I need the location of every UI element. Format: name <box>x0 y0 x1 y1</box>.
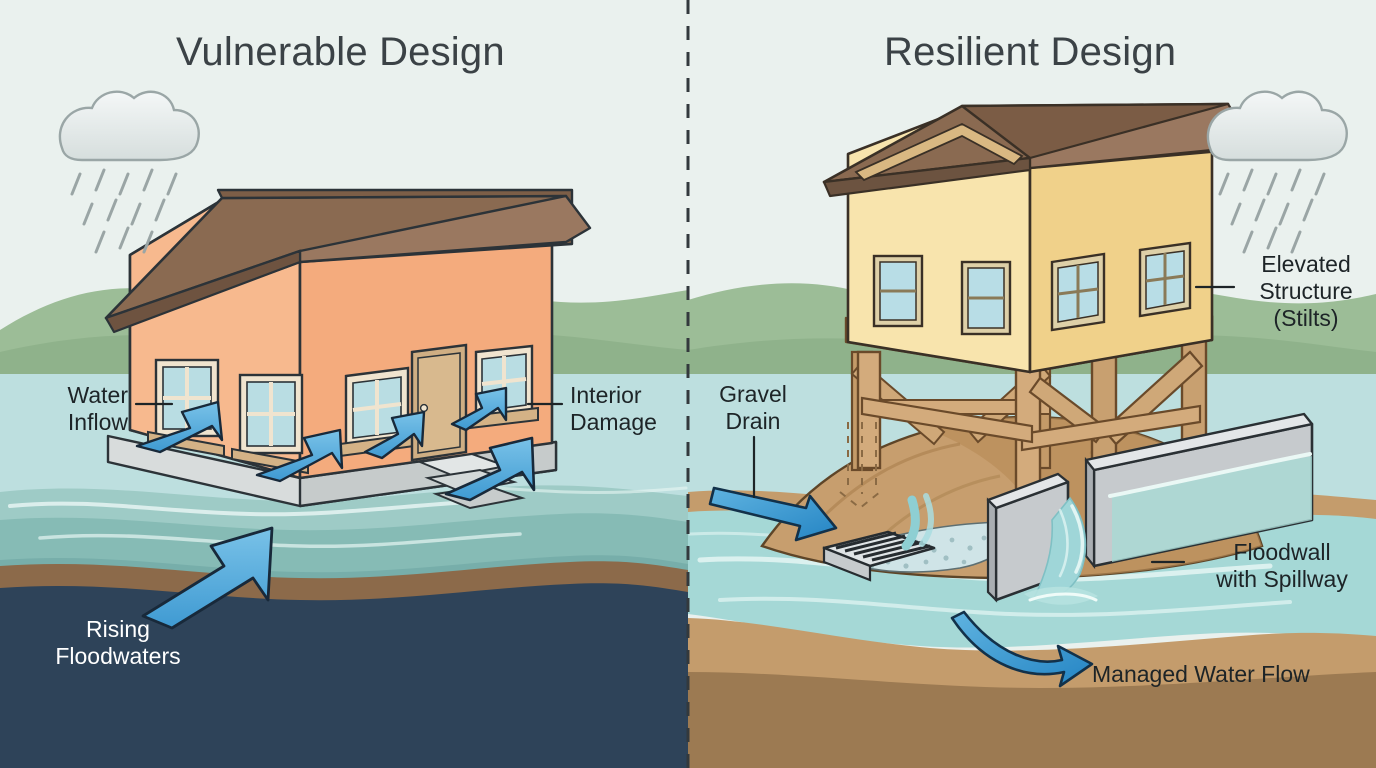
panel-title-right: Resilient Design <box>884 30 1177 74</box>
rain-cloud-right <box>1206 90 1348 254</box>
rain-streaks <box>70 168 178 254</box>
leader-lines <box>134 285 1236 564</box>
window <box>960 260 1012 336</box>
label-floodwall-spillway: Floodwall with Spillway <box>1216 539 1348 592</box>
window <box>1050 252 1106 332</box>
label-elevated-structure: Elevated Structure (Stilts) <box>1259 251 1353 331</box>
gravel-drain-arrow <box>708 486 838 542</box>
water-inflow-arrows <box>135 386 536 502</box>
rain-cloud-left <box>58 90 200 254</box>
window <box>872 254 924 328</box>
label-gravel-drain: Gravel Drain <box>719 381 787 434</box>
label-interior-damage: Interior Damage <box>570 382 657 435</box>
managed-flow-arrow <box>950 610 1094 688</box>
panel-title-left: Vulnerable Design <box>176 30 505 74</box>
label-water-inflow: Water Inflow <box>67 382 129 435</box>
floodwall <box>986 412 1314 605</box>
gravel-drain-assembly <box>822 493 1009 582</box>
label-managed-water-flow: Managed Water Flow <box>1092 661 1310 687</box>
window <box>1138 241 1192 318</box>
rain-streaks <box>1218 168 1326 254</box>
percolation-indicator <box>839 422 881 510</box>
window <box>231 373 309 475</box>
resilient-house <box>822 102 1244 374</box>
front-door <box>410 343 468 462</box>
rising-floodwaters-arrow <box>141 526 274 630</box>
label-rising-floodwaters: Rising Floodwaters <box>55 616 181 669</box>
